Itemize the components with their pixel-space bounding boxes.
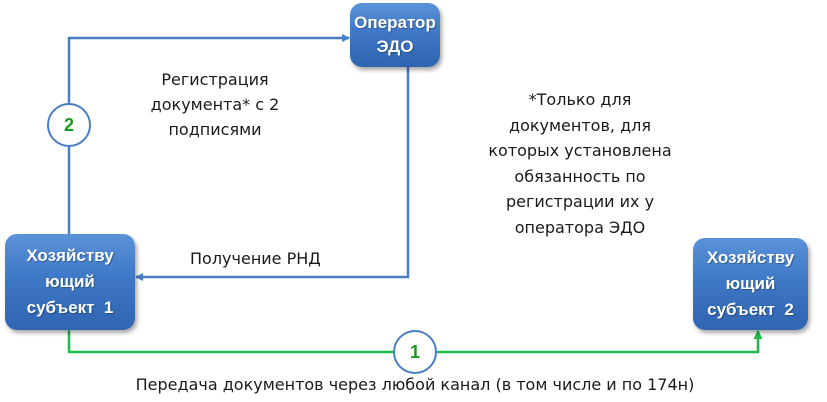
step-2-badge: 2: [47, 103, 91, 147]
note-line-2: документов, для: [509, 115, 651, 135]
step-1-badge: 1: [393, 330, 437, 374]
registration-arrow: [67, 34, 350, 234]
transfer-label: Передача документов через любой канал (в…: [135, 375, 695, 394]
subject2-line-2: ющий: [725, 274, 776, 293]
registration-label: Регистрация документа* с 2 подписями: [130, 67, 300, 142]
note-line-3: которых установлена: [488, 141, 672, 160]
registration-line-3: подписями: [168, 120, 262, 139]
footnote: *Только для документов, для которых уста…: [455, 87, 705, 240]
subject-2-node: Хозяйству ющий субъект 2: [693, 238, 808, 330]
operator-edo-node: Оператор ЭДО: [350, 3, 440, 67]
subject1-line-2: ющий: [45, 272, 95, 291]
note-line-6: оператора ЭДО: [514, 217, 646, 237]
note-line-5: регистрации их у: [505, 192, 655, 211]
operator-line-1: Оператор: [354, 13, 436, 32]
note-line-1: *Только для: [528, 90, 632, 109]
registration-line-1: Регистрация: [161, 70, 269, 89]
subject1-line-3: субъект 1: [26, 298, 114, 317]
subject-1-node: Хозяйству ющий субъект 1: [5, 234, 135, 330]
subject2-line-1: Хозяйству: [706, 248, 795, 267]
registration-line-2: документа* с 2: [150, 95, 280, 114]
subject2-line-3: субъект 2: [707, 300, 794, 319]
operator-line-2: ЭДО: [376, 37, 414, 56]
note-line-4: обязанность по: [514, 166, 646, 186]
rnd-label: Получение РНД: [190, 249, 321, 268]
rnd-arrow: [135, 67, 410, 281]
subject1-line-1: Хозяйству: [26, 246, 114, 265]
